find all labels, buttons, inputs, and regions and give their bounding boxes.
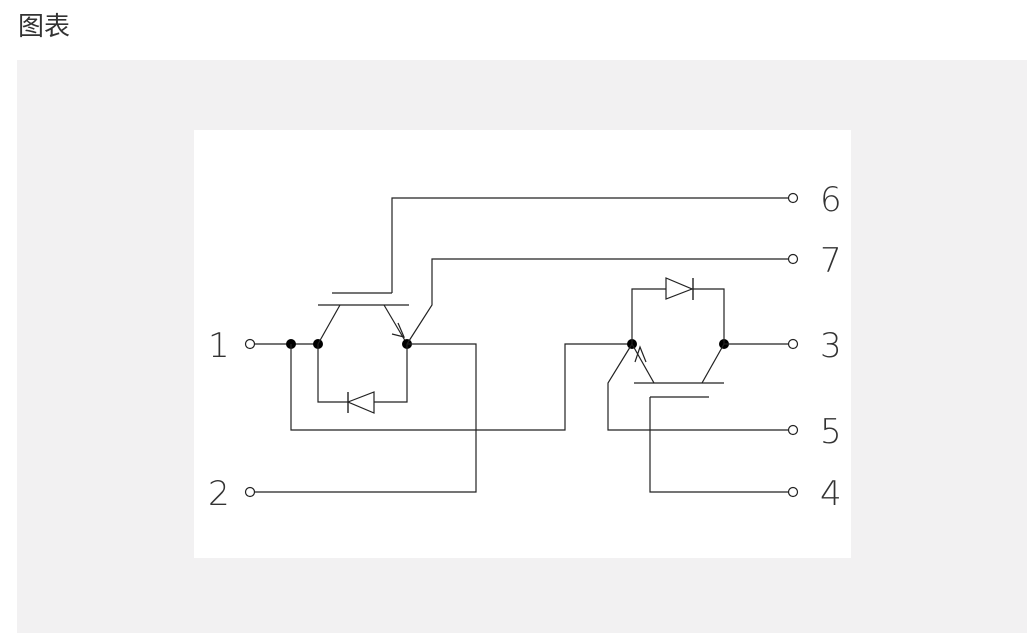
terminal-1 [244,338,256,350]
wire-pin1-to-lower-emitter [290,343,632,431]
pin-label-6: 6 [820,180,842,220]
pin-label-5: 5 [820,412,842,452]
wire-pin6 [391,197,792,293]
page-title: 图表 [18,12,71,42]
terminal-6 [787,192,799,204]
terminal-4 [787,486,799,498]
wire-pin7 [406,258,792,345]
terminal-3 [787,338,799,350]
terminal-5 [787,424,799,436]
diode1-loop [317,344,408,403]
pin-label-1: 1 [208,326,230,366]
diode1-triangle [346,391,375,414]
pin-label-7: 7 [820,241,842,281]
diode2-triangle [665,277,694,300]
terminal-2 [244,486,256,498]
igbt2-emitter-arrow [634,345,647,363]
igbt1-emitter-leg [383,304,408,345]
circuit-diagram-card: 1 2 6 7 3 5 4 [194,130,851,558]
circuit-diagram: 1 2 6 7 3 5 4 [208,180,842,514]
igbt1-collector-leg [317,304,341,345]
pin-label-2: 2 [208,474,230,514]
diode2-loop [631,288,725,344]
igbt2-collector-leg [701,343,725,384]
wire-pin5 [607,343,789,431]
wire-pin2 [254,343,477,493]
wire-pin4 [649,397,789,493]
igbt1-emitter-arrow [391,322,406,338]
igbt2-emitter-leg [631,343,655,384]
pin-label-3: 3 [820,326,842,366]
terminal-7 [787,253,799,265]
pin-label-4: 4 [820,474,842,514]
